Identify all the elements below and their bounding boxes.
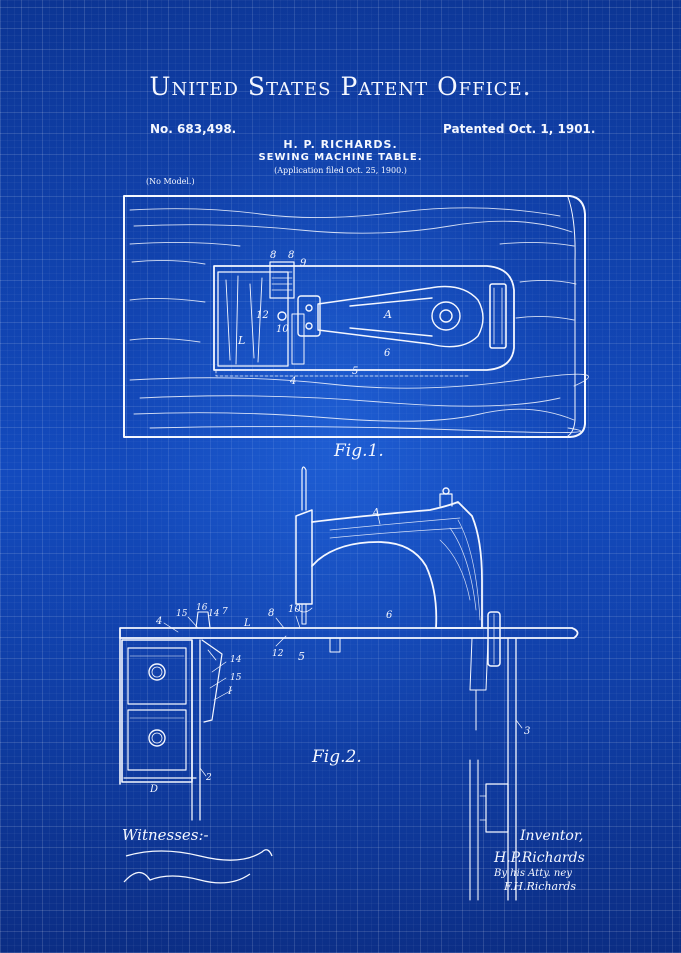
- fig2-label: L: [243, 618, 251, 629]
- fig1-label: L: [237, 334, 245, 347]
- fig1-reference-labels: 8 8 9 12 10 A L 6 5 4: [237, 250, 392, 387]
- fig1-caption: Fig.1.: [333, 441, 384, 461]
- fig2-label: I: [227, 686, 233, 697]
- fig1-label: 10: [276, 324, 289, 335]
- patent-number: No. 683,498.: [150, 122, 237, 136]
- fig2-reference-labels: A 4 15 16 14 7 8 10 L 12 5 6 14 15 I D 2…: [149, 506, 530, 795]
- fig2-label: 14: [208, 609, 220, 619]
- witnesses-block: Witnesses:-: [122, 826, 273, 884]
- fig2-side-elevation: [119, 466, 579, 901]
- witness-signature-1: [125, 849, 273, 861]
- fig2-label: 7: [222, 607, 228, 617]
- fig1-label: 5: [352, 366, 358, 377]
- model-note: (No Model.): [146, 177, 195, 186]
- attorney-signature: F.H.Richards: [503, 880, 576, 893]
- fig1-table-top: [123, 195, 589, 438]
- fig2-label: 5: [298, 650, 305, 663]
- inventor-label: Inventor,: [519, 828, 583, 844]
- fig2-label: 8: [268, 608, 274, 619]
- office-title: United States Patent Office.: [149, 72, 532, 101]
- fig2-label: 10: [288, 604, 301, 615]
- fig1-label: 9: [300, 258, 307, 269]
- witness-signature-2: [123, 871, 251, 884]
- fig2-label: 15: [230, 673, 242, 683]
- fig1-label: 6: [384, 348, 391, 359]
- fig2-caption: Fig.2.: [311, 747, 362, 767]
- fig1-label: 8: [270, 250, 276, 261]
- inventor-name: H. P. RICHARDS.: [283, 138, 398, 151]
- application-date: (Application filed Oct. 25, 1900.): [274, 166, 407, 175]
- inventor-signature: H.P.Richards: [493, 850, 585, 866]
- fig1-label: 12: [256, 310, 269, 321]
- fig2-label: 3: [524, 726, 530, 737]
- patent-date: Patented Oct. 1, 1901.: [443, 122, 596, 136]
- fig2-label: 14: [230, 655, 242, 665]
- sewing-machine-head: [295, 466, 501, 667]
- attorney-line: By his Atty. ney: [493, 868, 572, 879]
- fig2-label: 15: [176, 609, 188, 619]
- fig2-label: 16: [196, 603, 208, 613]
- witnesses-label: Witnesses:-: [122, 826, 209, 844]
- fig2-label: 2: [205, 773, 212, 783]
- fig2-label: 12: [272, 649, 284, 659]
- fig2-label: 4: [155, 616, 162, 627]
- fig1-label: 4: [289, 376, 296, 387]
- fig2-label: D: [149, 784, 158, 795]
- invention-title: SEWING MACHINE TABLE.: [258, 152, 423, 163]
- fig1-label: A: [383, 308, 392, 321]
- fig1-label: 8: [288, 250, 294, 261]
- inventor-block: Inventor, H.P.Richards By his Atty. ney …: [493, 828, 585, 893]
- fig2-label: 6: [386, 610, 393, 621]
- fig2-label: A: [371, 506, 380, 519]
